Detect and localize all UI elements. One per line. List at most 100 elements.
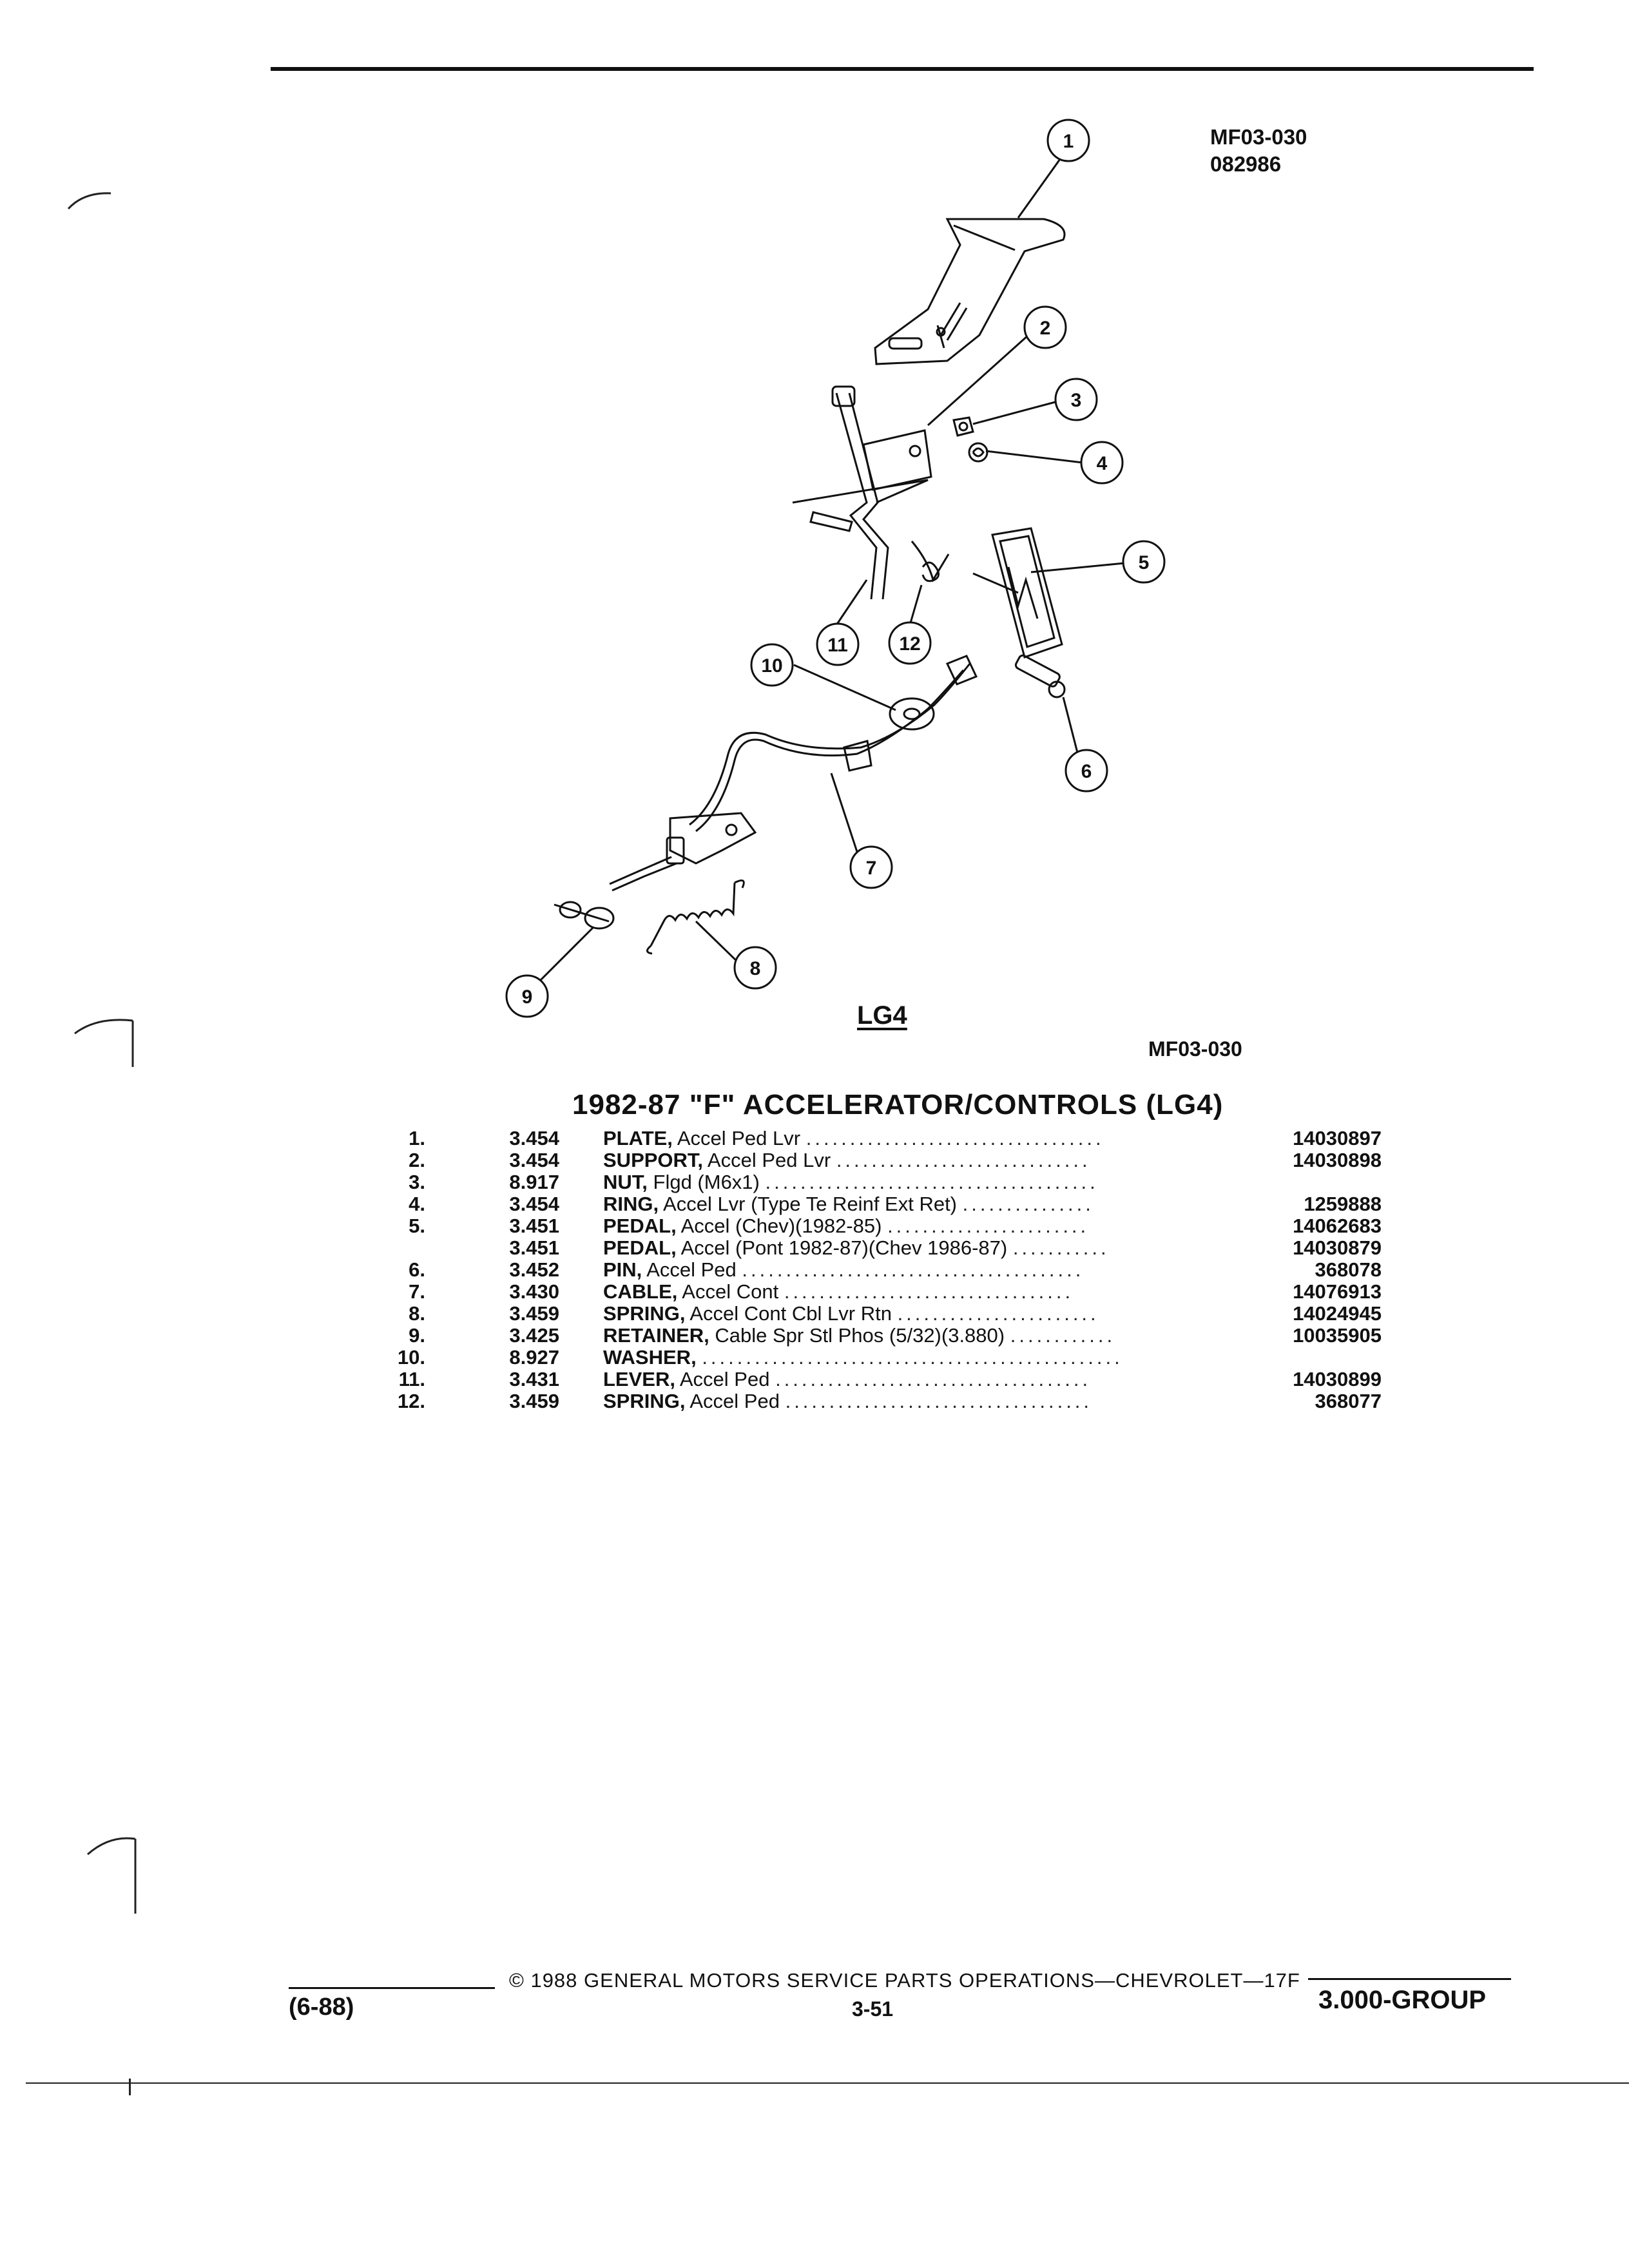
part-group-number: 3.454 — [509, 1193, 559, 1215]
part-row: 10. 8.927 WASHER, ........................… — [0, 1347, 1629, 1369]
part-number: 14024945 — [1293, 1302, 1382, 1325]
callout-11 — [816, 622, 860, 666]
callout-label-11: 11 — [827, 635, 848, 656]
callout-label-3: 3 — [1071, 390, 1082, 411]
part-number: 14030879 — [1293, 1236, 1382, 1259]
revision-date: (6-88) — [289, 1994, 354, 2021]
parts-list: 1. 3.454 PLATE, Accel Ped Lvr ............… — [0, 1128, 1629, 1412]
leader-dots: ....................... — [897, 1303, 1099, 1325]
callout-4 — [1080, 441, 1124, 485]
part-number: 10035905 — [1293, 1324, 1382, 1347]
part-description: PEDAL, Accel (Chev)(1982-85) ...........… — [603, 1215, 1248, 1237]
illustration-id: MF03-030 082986 — [1210, 124, 1352, 178]
leader-dots: ............... — [962, 1193, 1094, 1215]
callout-label-7: 7 — [866, 858, 877, 879]
part-name: WASHER, — [603, 1347, 697, 1369]
pedal-pin — [1014, 654, 1066, 698]
part-item-number: 6. — [409, 1258, 425, 1281]
part-description: WASHER, ................................… — [603, 1347, 1248, 1369]
part-row: 6. 3.452 PIN, Accel Ped ..................… — [0, 1259, 1629, 1281]
part-detail: Accel Ped — [685, 1390, 780, 1412]
part-group-number: 3.452 — [509, 1258, 559, 1281]
part-description: SPRING, Accel Cont Cbl Lvr Rtn .........… — [603, 1303, 1248, 1325]
part-number: 368077 — [1315, 1390, 1382, 1412]
part-detail: Accel Ped — [642, 1259, 737, 1281]
punch-mark-top — [67, 192, 111, 210]
part-description: SPRING, Accel Ped ......................… — [603, 1390, 1248, 1412]
part-item-number: 1. — [409, 1127, 425, 1149]
part-name: RETAINER, — [603, 1325, 709, 1347]
accel-pedal — [972, 527, 1063, 658]
callout-8 — [733, 946, 777, 990]
callout-1 — [1046, 119, 1090, 162]
part-item-number: 7. — [409, 1280, 425, 1303]
leader-dots: ...................................... — [765, 1171, 1099, 1193]
leader-dots: ............ — [1010, 1325, 1116, 1347]
callout-9 — [505, 974, 549, 1018]
part-number: 368078 — [1315, 1258, 1382, 1281]
leader-dots: ................................... — [785, 1390, 1093, 1412]
part-detail: Accel Cont — [677, 1281, 779, 1303]
footer-rule-left — [289, 1987, 495, 1989]
leader-dots: ........... — [1012, 1237, 1110, 1259]
part-detail: Flgd (M6x1) — [647, 1171, 760, 1193]
callout-10 — [750, 643, 794, 687]
part-item-number: 11. — [398, 1368, 425, 1390]
part-name: PLATE, — [603, 1128, 673, 1149]
part-item-number: 12. — [397, 1390, 425, 1412]
part-detail: Accel Lvr (Type Te Reinf Ext Ret) — [659, 1193, 958, 1215]
part-description: PEDAL, Accel (Pont 1982-87)(Chev 1986-87… — [603, 1237, 1248, 1259]
part-item-number: 2. — [409, 1149, 425, 1171]
callout-label-9: 9 — [522, 986, 533, 1008]
pedal-lever-support — [792, 429, 932, 504]
part-item-number: 10. — [397, 1346, 425, 1369]
part-group-number: 3.454 — [509, 1127, 559, 1149]
leader-dots: .................................... — [775, 1369, 1092, 1390]
part-description: PIN, Accel Ped .........................… — [603, 1259, 1248, 1281]
callout-2 — [1023, 305, 1067, 349]
part-description: NUT, Flgd (M6x1) .......................… — [603, 1171, 1248, 1193]
part-number: 14030898 — [1293, 1149, 1382, 1171]
flanged-nut — [952, 416, 974, 437]
part-item-number: 5. — [409, 1215, 425, 1237]
callout-12 — [888, 621, 932, 665]
part-number: 14076913 — [1293, 1280, 1382, 1303]
part-number: 14030897 — [1293, 1127, 1382, 1149]
copyright-notice: © 1988 GENERAL MOTORS SERVICE PARTS OPER… — [509, 1969, 1300, 1992]
leader-dots: ............................. — [836, 1149, 1091, 1171]
page-number: 3-51 — [852, 1997, 894, 2021]
part-item-number: 3. — [409, 1171, 425, 1193]
punch-mark-middle — [74, 1019, 134, 1067]
part-description: RETAINER, Cable Spr Stl Phos (5/32)(3.88… — [603, 1325, 1248, 1347]
accelerator-controls-illustration: 1 2 3 4 5 6 7 8 9 10 11 12 — [505, 119, 1166, 1018]
top-rule — [271, 67, 1534, 71]
callout-label-1: 1 — [1063, 131, 1074, 152]
section-title: 1982-87 "F" ACCELERATOR/CONTROLS (LG4) — [572, 1089, 1224, 1120]
part-group-number: 3.425 — [509, 1324, 559, 1347]
part-name: SPRING, — [603, 1303, 686, 1325]
pedal-lever-plate — [874, 218, 1066, 365]
callout-6 — [1065, 749, 1108, 793]
cable-retainer — [554, 901, 615, 930]
part-group-number: 8.927 — [509, 1346, 559, 1369]
bottom-tick — [129, 2079, 131, 2095]
part-number: 14030899 — [1293, 1368, 1382, 1390]
part-detail: Accel Ped Lvr — [672, 1128, 801, 1149]
part-number: 14062683 — [1293, 1215, 1382, 1237]
part-group-number: 3.459 — [509, 1302, 559, 1325]
part-item-number: 8. — [409, 1302, 425, 1325]
leader-dots: ........................................… — [702, 1347, 1123, 1369]
callout-3 — [1054, 378, 1098, 421]
bottom-rule — [26, 2082, 1629, 2084]
part-item-number: 9. — [409, 1324, 425, 1347]
part-name: SPRING, — [603, 1390, 686, 1412]
callout-7 — [849, 845, 893, 889]
